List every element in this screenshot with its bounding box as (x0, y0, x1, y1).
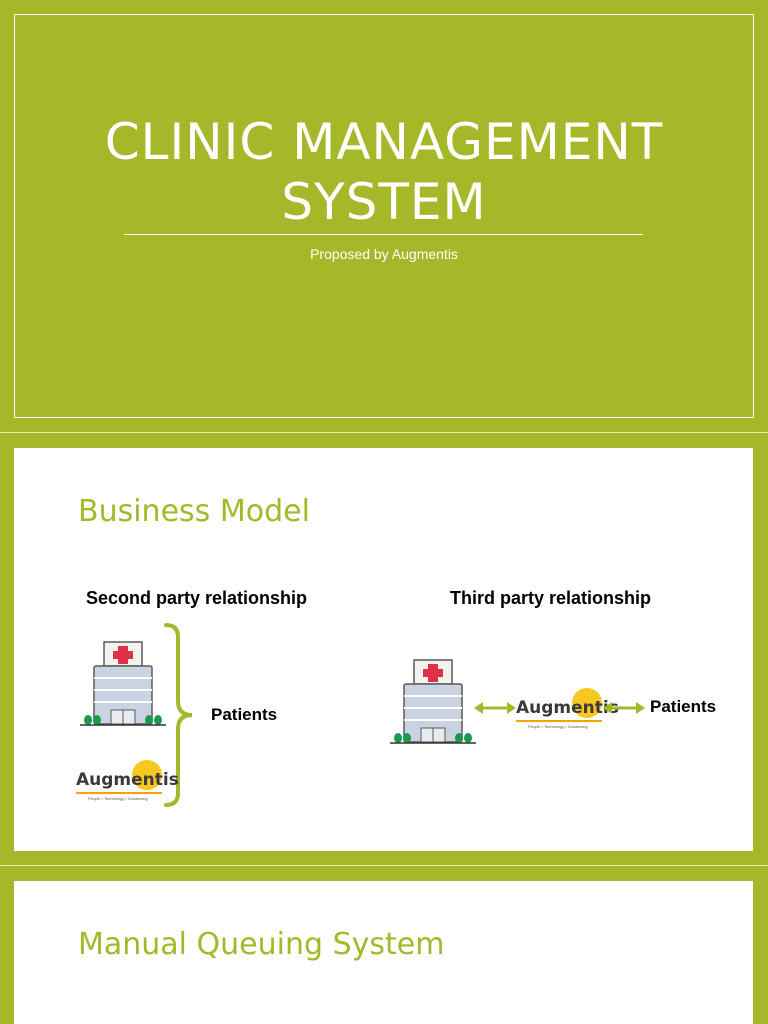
hospital-icon (390, 659, 476, 744)
slide-separator (0, 865, 768, 866)
slide-heading: Business Model (78, 494, 310, 529)
title-slide[interactable]: CLINIC MANAGEMENT SYSTEM Proposed by Aug… (0, 0, 768, 432)
manual-queuing-slide[interactable]: Manual Queuing System (14, 881, 753, 1024)
slide-frame (14, 14, 754, 418)
logo-text: Augmentis (76, 770, 179, 790)
logo-underline (76, 792, 162, 794)
logo-sun (572, 688, 602, 718)
title-line-2: SYSTEM (281, 173, 487, 231)
double-arrow-icon (474, 702, 516, 714)
patients-label-right: Patients (650, 697, 717, 716)
slide-separator (0, 432, 768, 433)
patients-label-left: Patients (211, 705, 278, 724)
slide-heading: Manual Queuing System (78, 927, 445, 962)
augmentis-logo: Augmentis People • Technology • Solution… (74, 758, 179, 804)
logo-underline (516, 720, 602, 722)
title-divider (124, 234, 643, 235)
slide-subtitle: Proposed by Augmentis (310, 246, 458, 262)
logo-tagline: People • Technology • Solutioning (528, 724, 588, 729)
slide-title: CLINIC MANAGEMENT SYSTEM (0, 112, 768, 232)
third-party-label: Third party relationship (450, 588, 652, 608)
logo-text: Augmentis (516, 698, 619, 718)
augmentis-logo: Augmentis People • Technology • Solution… (514, 686, 619, 732)
brace-icon (164, 623, 193, 807)
business-model-slide[interactable]: Business Model Second party relationship… (14, 448, 753, 851)
second-party-label: Second party relationship (86, 588, 308, 608)
double-arrow-icon (603, 702, 645, 714)
hospital-icon (80, 641, 166, 726)
logo-sun (132, 760, 162, 790)
logo-tagline: People • Technology • Solutioning (88, 796, 148, 801)
title-line-1: CLINIC MANAGEMENT (104, 113, 664, 171)
